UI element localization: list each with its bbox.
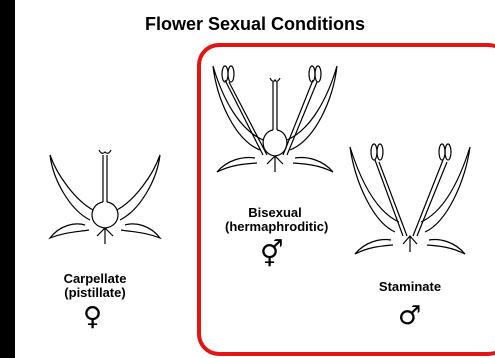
carpellate-sepal-right bbox=[121, 224, 160, 238]
staminate-label: Staminate bbox=[365, 280, 455, 294]
bisexual-label: Bisexual (hermaphroditic) bbox=[225, 206, 325, 234]
bisexual-anther-left-a bbox=[222, 66, 228, 82]
staminate-anther-right-b bbox=[445, 144, 451, 160]
staminate-flower-drawing bbox=[345, 132, 475, 262]
bisexual-label-line1: Bisexual bbox=[248, 205, 301, 220]
staminate-sepal-left bbox=[355, 240, 393, 254]
bisexual-style bbox=[273, 82, 277, 130]
staminate-anther-left-a bbox=[371, 144, 377, 160]
staminate-sepal-right bbox=[427, 240, 465, 254]
carpellate-petal-right bbox=[117, 155, 160, 220]
bisexual-sepal-left bbox=[217, 158, 257, 172]
diagram-canvas: Flower Sexual Conditions Carpellate (pis… bbox=[15, 0, 495, 358]
carpellate-ovary bbox=[92, 202, 118, 228]
bisexual-ovary bbox=[263, 130, 287, 156]
bisexual-anther-right-a bbox=[309, 66, 315, 82]
carpellate-sepal-left bbox=[50, 224, 89, 238]
female-symbol-icon: ♀ bbox=[83, 304, 102, 330]
bisexual-anther-left-b bbox=[228, 66, 234, 82]
carpellate-style bbox=[103, 155, 107, 202]
diagram-title: Flower Sexual Conditions bbox=[15, 14, 495, 35]
bisexual-label-line2: (hermaphroditic) bbox=[225, 220, 325, 234]
carpellate-label-line2: (pistillate) bbox=[55, 286, 135, 300]
staminate-anther-left-b bbox=[377, 144, 383, 160]
staminate-filament-right bbox=[413, 160, 447, 236]
bisexual-stigma bbox=[270, 78, 280, 81]
carpellate-label: Carpellate (pistillate) bbox=[55, 272, 135, 300]
carpellate-flower-drawing bbox=[45, 140, 165, 260]
carpellate-stigma bbox=[99, 150, 111, 153]
carpellate-petal-left bbox=[50, 155, 93, 220]
staminate-label-line1: Staminate bbox=[379, 279, 441, 294]
carpellate-receptacle bbox=[97, 228, 113, 244]
bisexual-filament-left bbox=[225, 80, 267, 155]
bisexual-sepal-right bbox=[293, 158, 333, 172]
hermaphrodite-symbol-icon: ⚥ bbox=[260, 242, 283, 268]
carpellate-label-line1: Carpellate bbox=[64, 271, 127, 286]
male-symbol-icon: ♂ bbox=[398, 303, 421, 329]
staminate-filament-left bbox=[375, 160, 407, 236]
bisexual-petal-left bbox=[213, 66, 263, 150]
bisexual-receptacle bbox=[267, 156, 283, 172]
staminate-receptacle bbox=[403, 236, 417, 252]
staminate-anther-right-a bbox=[439, 144, 445, 160]
staminate-petal-right bbox=[421, 147, 470, 232]
bisexual-anther-right-b bbox=[315, 66, 321, 82]
bisexual-flower-drawing bbox=[205, 60, 345, 200]
